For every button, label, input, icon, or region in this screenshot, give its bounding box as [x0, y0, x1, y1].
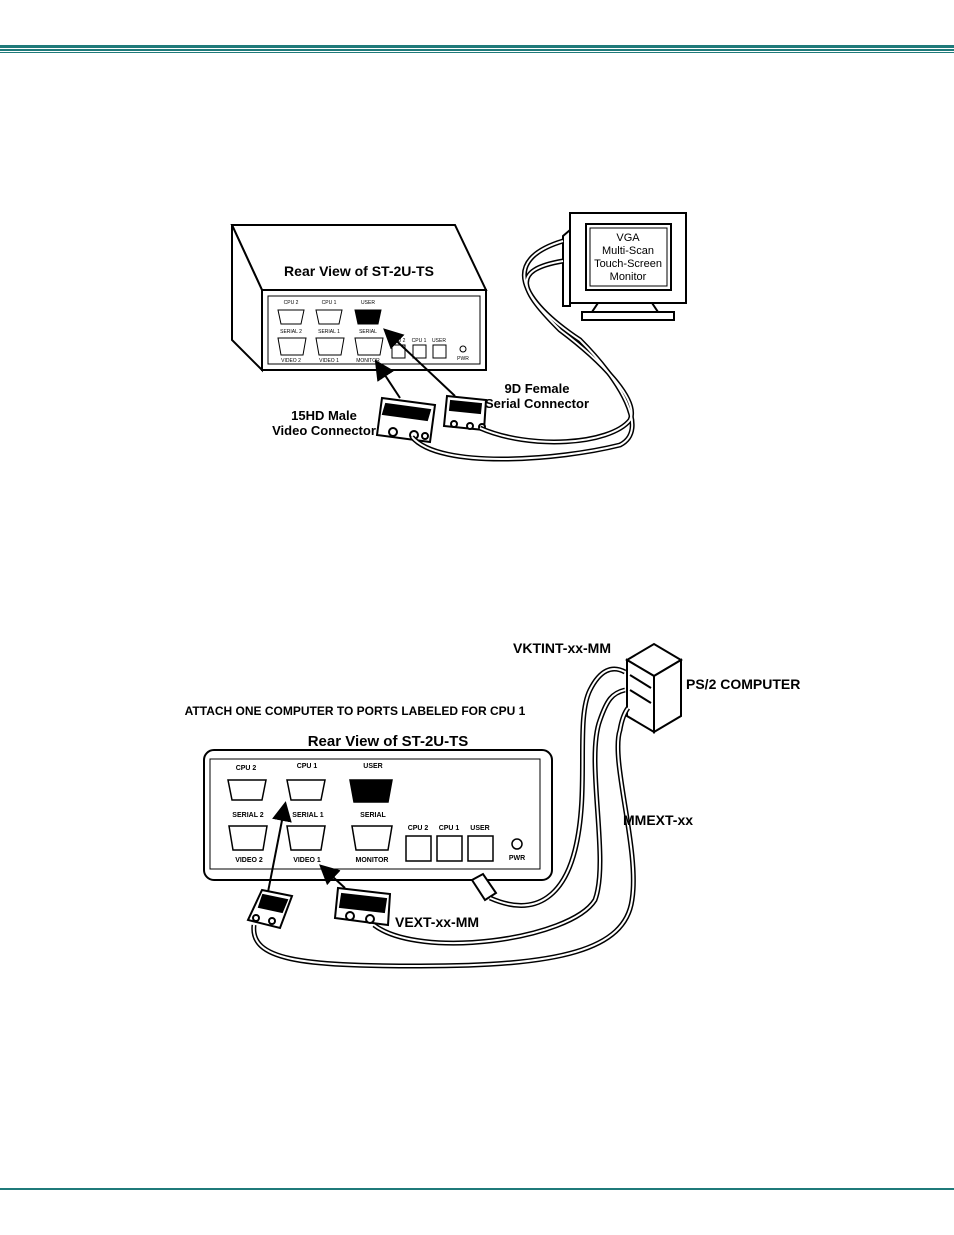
monitor-label-line: Multi-Scan	[602, 245, 654, 257]
port-label: SERIAL 2	[232, 812, 263, 819]
port-label: CPU 1	[322, 300, 337, 306]
arrow-icon	[267, 801, 292, 893]
port-label: VIDEO 2	[281, 358, 301, 364]
arrow-icon	[383, 328, 456, 397]
serial-port-icon	[315, 309, 343, 325]
port-label: CPU 1	[439, 825, 460, 832]
video-port-icon	[315, 337, 345, 356]
port-label: SERIAL 2	[280, 329, 302, 335]
port-label: USER	[432, 338, 446, 344]
arrow-icon	[374, 359, 401, 399]
instruction-text: ATTACH ONE COMPUTER TO PORTS LABELED FOR…	[185, 704, 526, 718]
port-label: CPU 1	[297, 763, 318, 770]
port-label: MONITOR	[356, 358, 380, 364]
port-label: CPU 2	[236, 765, 257, 772]
computer-icon	[625, 642, 683, 734]
port-label: VIDEO 2	[235, 857, 263, 864]
video-connector-icon	[333, 886, 392, 927]
video-port-icon	[354, 337, 384, 356]
monitor-label-line: VGA	[616, 232, 640, 244]
ps2-port-icon	[467, 835, 494, 862]
port-label: CPU 1	[412, 338, 427, 344]
port-label: SERIAL	[359, 329, 377, 335]
cable-label: VKTINT-xx-MM	[513, 640, 611, 656]
video-connector-label: Video Connector	[272, 423, 376, 438]
ps2-plug-icon	[470, 872, 498, 902]
port-label: USER	[470, 825, 489, 832]
cable-label: VEXT-xx-MM	[395, 914, 479, 930]
device-title: Rear View of ST-2U-TS	[284, 263, 434, 279]
footer-rule	[0, 1188, 954, 1190]
serial-port-icon	[349, 779, 393, 803]
video-port-icon	[277, 337, 307, 356]
video-port-icon	[286, 825, 326, 851]
port-label: CPU 2	[284, 300, 299, 306]
port-label: SERIAL	[360, 812, 386, 819]
video-connector-icon	[375, 396, 437, 444]
video-port-icon	[351, 825, 393, 851]
header-rule	[0, 45, 954, 48]
serial-connector-icon	[442, 394, 488, 432]
port-label: PWR	[509, 855, 525, 862]
header-rule	[0, 49, 954, 51]
serial-port-icon	[354, 309, 382, 325]
power-led-icon	[511, 838, 523, 850]
monitor-label-line: Monitor	[610, 271, 647, 283]
monitor-icon	[562, 212, 687, 321]
arrow-icon	[319, 864, 346, 889]
power-led-icon	[459, 345, 467, 353]
computer-label: PS/2 COMPUTER	[686, 676, 800, 692]
video-port-icon	[228, 825, 268, 851]
ps2-port-icon	[436, 835, 463, 862]
port-label: USER	[361, 300, 375, 306]
port-label: VIDEO 1	[293, 857, 321, 864]
ps2-port-icon	[432, 344, 447, 359]
serial-connector-icon	[246, 888, 294, 930]
switch-box	[230, 224, 488, 373]
port-label: VIDEO 1	[319, 358, 339, 364]
serial-port-icon	[277, 309, 305, 325]
video-connector-label: 15HD Male	[291, 408, 357, 423]
device-title: Rear View of ST-2U-TS	[308, 733, 469, 750]
port-label: PWR	[457, 356, 469, 362]
serial-port-icon	[227, 779, 267, 801]
port-label: USER	[363, 763, 382, 770]
port-label: CPU 2	[408, 825, 429, 832]
figure1-diagram: VGA Multi-Scan Touch-Screen Monitor Rear…	[230, 212, 687, 462]
ps2-port-icon	[412, 344, 427, 359]
port-label: SERIAL 1	[292, 812, 323, 819]
serial-connector-label: Serial Connector	[485, 396, 589, 411]
ps2-port-icon	[405, 835, 432, 862]
cable-label: MMEXT-xx	[623, 812, 693, 828]
port-label: SERIAL 1	[318, 329, 340, 335]
figure2-diagram: ATTACH ONE COMPUTER TO PORTS LABELED FOR…	[185, 640, 800, 969]
header-rule	[0, 52, 954, 53]
serial-connector-label: 9D Female	[504, 381, 569, 396]
serial-port-icon	[286, 779, 326, 801]
port-label: MONITOR	[356, 857, 389, 864]
monitor-label-line: Touch-Screen	[594, 258, 662, 270]
